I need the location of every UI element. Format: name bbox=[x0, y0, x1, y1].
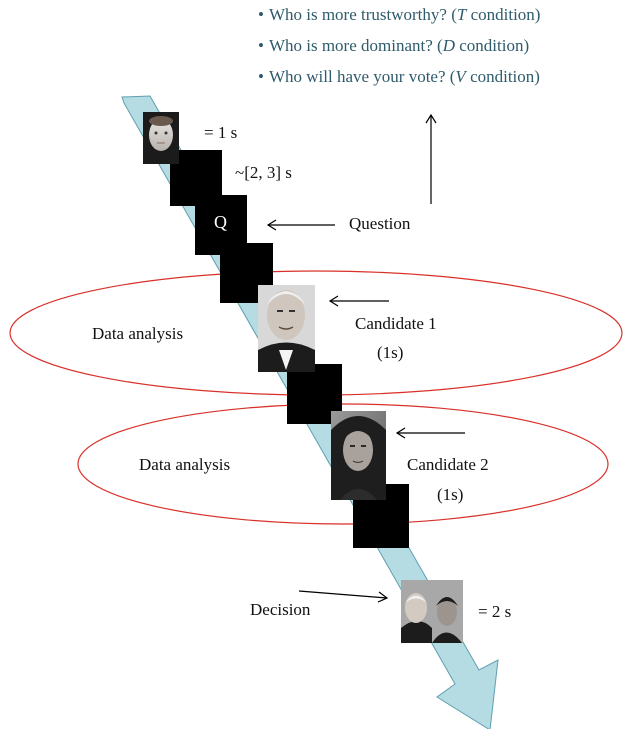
question-item-vote: •Who will have your vote? (V condition) bbox=[258, 66, 540, 97]
question-panel-letter: Q bbox=[214, 212, 227, 232]
candidate1-time-label: (1s) bbox=[377, 343, 404, 362]
candidate1-face-image bbox=[258, 285, 315, 372]
data-analysis-label-1: Data analysis bbox=[92, 324, 184, 343]
candidate1-pointer-arrow bbox=[328, 295, 389, 307]
blank-time-label: ~[2, 3] s bbox=[235, 163, 292, 182]
decision-faces-image bbox=[401, 580, 463, 643]
candidate2-time-label: (1s) bbox=[437, 485, 464, 504]
fixation-time-label: = 1 s bbox=[204, 123, 238, 142]
question-item-trust: •Who is more trustworthy? (T condition) bbox=[258, 4, 540, 35]
bullet: • bbox=[258, 5, 264, 24]
data-analysis-label-2: Data analysis bbox=[139, 455, 231, 474]
decision-pointer-arrow bbox=[298, 590, 389, 603]
question-up-arrow bbox=[425, 113, 437, 204]
condition-letter: T bbox=[456, 5, 467, 24]
bullet: • bbox=[258, 67, 264, 86]
candidate2-face-image bbox=[331, 411, 386, 500]
condition-letter: D bbox=[442, 36, 455, 55]
fixation-face-image bbox=[143, 112, 179, 164]
condition-letter: V bbox=[455, 67, 466, 86]
question-suffix: condition) bbox=[466, 5, 541, 24]
bullet: • bbox=[258, 36, 264, 55]
question-text: Who is more dominant? ( bbox=[268, 36, 443, 55]
candidate1-label: Candidate 1 bbox=[355, 314, 437, 333]
data-analysis-ellipse-2 bbox=[77, 403, 609, 525]
question-list: •Who is more trustworthy? (T condition) … bbox=[258, 4, 540, 97]
question-item-dominant: •Who is more dominant? (D condition) bbox=[258, 35, 540, 66]
candidate2-label: Candidate 2 bbox=[407, 455, 489, 474]
question-label: Question bbox=[349, 214, 411, 233]
question-text: Who is more trustworthy? ( bbox=[268, 5, 457, 24]
question-suffix: condition) bbox=[465, 67, 540, 86]
question-text: Who will have your vote? ( bbox=[268, 67, 456, 86]
question-pointer-arrow bbox=[266, 219, 335, 231]
decision-label: Decision bbox=[250, 600, 311, 619]
decision-time-label: = 2 s bbox=[478, 602, 512, 621]
candidate2-pointer-arrow bbox=[395, 427, 465, 439]
question-suffix: condition) bbox=[454, 36, 530, 55]
